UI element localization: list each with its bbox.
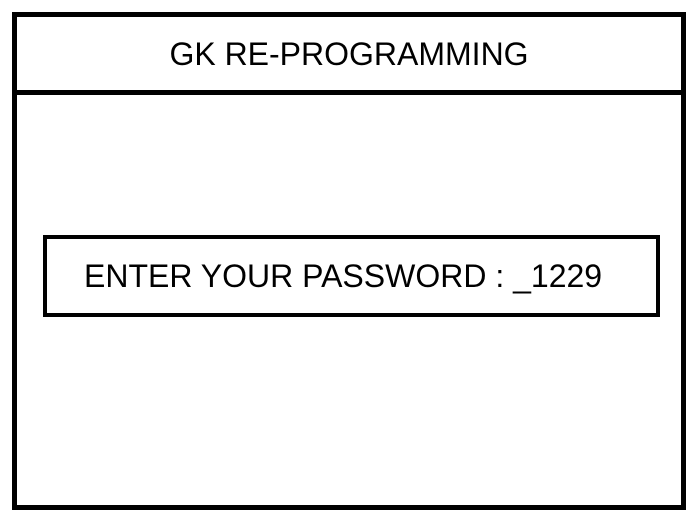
password-prompt: ENTER YOUR PASSWORD : _1229 <box>84 260 602 292</box>
password-input[interactable]: ENTER YOUR PASSWORD : _1229 <box>43 235 660 317</box>
page-title: GK RE-PROGRAMMING <box>169 35 529 72</box>
title-bar: GK RE-PROGRAMMING <box>17 17 681 95</box>
gk-reprogramming-window: GK RE-PROGRAMMING ENTER YOUR PASSWORD : … <box>12 12 686 510</box>
content-area: ENTER YOUR PASSWORD : _1229 <box>17 95 681 505</box>
password-cursor: _ <box>513 258 531 294</box>
password-label: ENTER YOUR PASSWORD : <box>84 258 505 294</box>
password-value[interactable]: 1229 <box>530 258 603 294</box>
